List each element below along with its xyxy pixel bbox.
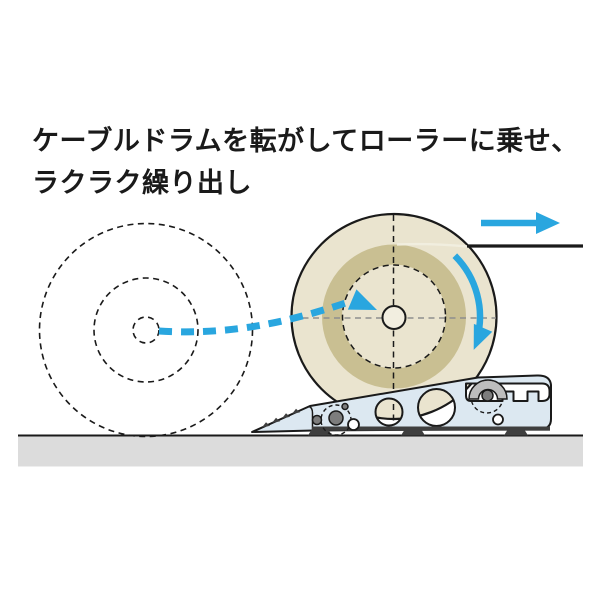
roller-bracket [468, 379, 508, 400]
move-arrow-head [347, 289, 377, 310]
drum-ghost-outline [38, 222, 254, 438]
ghost-outer-circle [38, 222, 254, 438]
base-plate [251, 374, 552, 433]
ramp-grip-teeth [262, 408, 300, 428]
roller-base [251, 374, 552, 436]
base-feet [308, 429, 528, 436]
ground-surface [18, 435, 583, 467]
axle-roller-right [481, 389, 494, 402]
move-arrow-shaft [158, 297, 354, 336]
foot-center [401, 429, 425, 436]
foot-left [308, 429, 332, 436]
cable-liftoff-line [396, 242, 468, 248]
payout-arrow-head [536, 212, 560, 234]
rotation-arrow-head [473, 323, 493, 350]
title-line-2: ラクラク繰り出し [32, 168, 252, 199]
ghost-ring-circle [93, 277, 199, 383]
title-line-1: ケーブルドラムを転がしてローラーに乗せ、 [32, 126, 579, 157]
axle-small-left [311, 414, 323, 426]
rotation-arrow-icon [452, 253, 493, 350]
move-arrow-icon [158, 289, 377, 336]
bolt-hole-left [347, 418, 360, 431]
payout-arrow-icon [481, 212, 560, 234]
ramp-joint-line [308, 405, 314, 430]
cable-drum [290, 212, 498, 425]
bolt-hole-right [492, 413, 504, 426]
drum-hub [381, 305, 407, 330]
latch-stud [341, 402, 349, 411]
page-title: ケーブルドラムを転がしてローラーに乗せ、 ラクラク繰り出し [32, 121, 588, 205]
ground [18, 434, 583, 467]
foot-right [504, 429, 528, 436]
drum-inner-dashed-circle [341, 264, 447, 369]
ghost-hub-circle [132, 316, 160, 344]
base-bottom-bar [312, 426, 550, 431]
axle-roller-left [328, 410, 344, 426]
